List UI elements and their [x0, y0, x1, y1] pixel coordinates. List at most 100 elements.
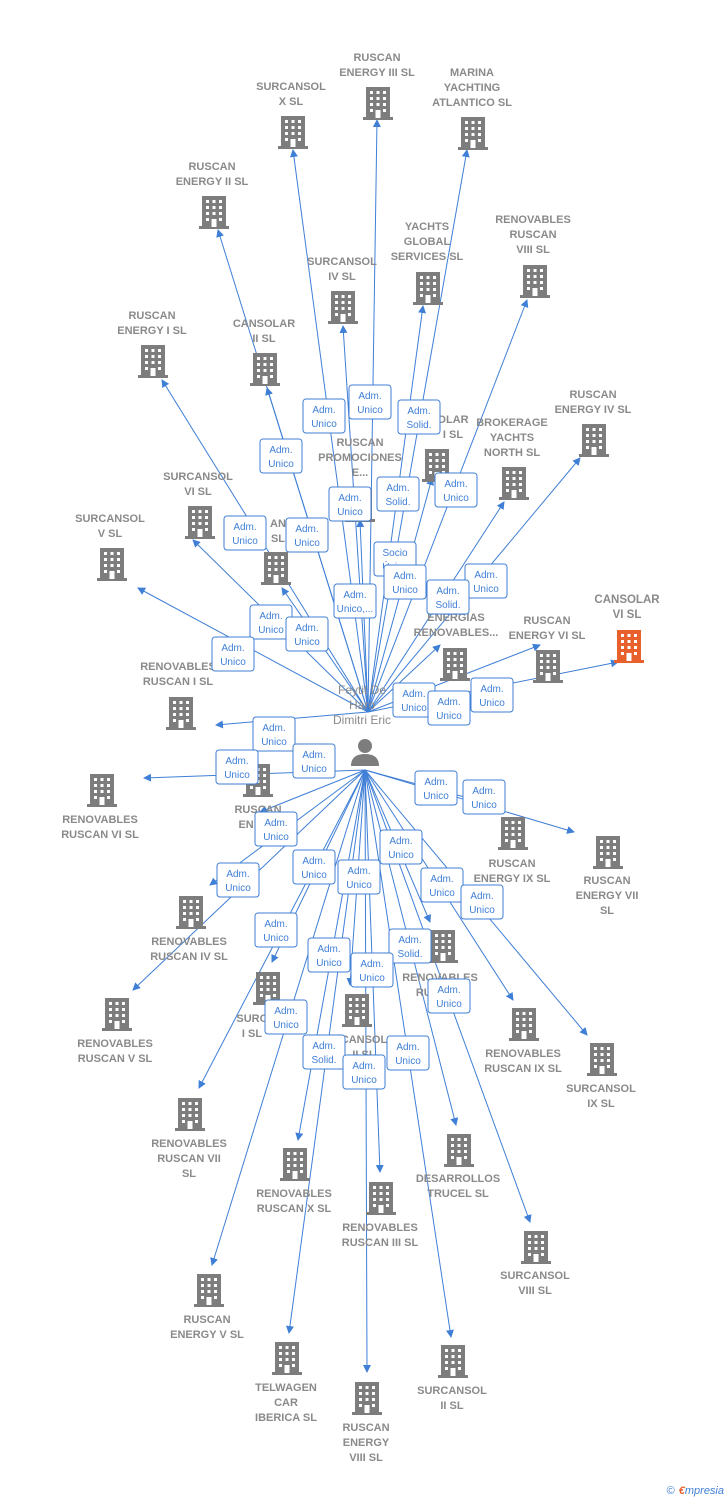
- role-badge[interactable]: Adm.Unico: [254, 811, 298, 847]
- company-label-line: RUSCAN: [336, 437, 383, 449]
- role-badge[interactable]: Adm.Unico: [328, 486, 372, 522]
- role-badge[interactable]: Adm.Unico: [292, 743, 336, 779]
- role-badge[interactable]: Adm.Unico,...: [333, 583, 377, 619]
- role-badge-text: Adm.: [269, 445, 292, 456]
- role-badge[interactable]: Adm.Unico: [285, 616, 329, 652]
- role-badge[interactable]: Adm.Unico: [427, 690, 471, 726]
- role-badge[interactable]: Adm.Unico: [215, 749, 259, 785]
- role-badge[interactable]: Adm.Unico: [383, 564, 427, 600]
- role-badge[interactable]: Adm.Unico: [302, 398, 346, 434]
- company-label-line: SL: [600, 905, 614, 917]
- role-badge[interactable]: Adm.Unico: [264, 999, 308, 1035]
- role-badge-text: Unico: [401, 703, 427, 714]
- role-badge[interactable]: Adm.Unico: [464, 563, 508, 599]
- company-node-n-energias[interactable]: NENERGIASRENOVABLES...: [414, 597, 499, 681]
- role-badge[interactable]: Adm.Unico: [420, 867, 464, 903]
- role-badge-text: Adm.: [358, 391, 381, 402]
- role-badge-text: Adm.: [312, 405, 335, 416]
- company-label-line: YACHTS: [490, 432, 534, 444]
- role-badge[interactable]: Adm.Solid.: [302, 1034, 346, 1070]
- role-badge[interactable]: Adm.Unico: [337, 859, 381, 895]
- role-badge[interactable]: Adm.Unico: [292, 849, 336, 885]
- role-badge-text: Adm.: [407, 406, 430, 417]
- role-badge[interactable]: Adm.Unico: [254, 912, 298, 948]
- company-label-line: VIII SL: [349, 1452, 383, 1464]
- role-badge[interactable]: Adm.Unico: [223, 515, 267, 551]
- role-badge[interactable]: Adm.Unico: [211, 636, 255, 672]
- role-badge[interactable]: Adm.Unico: [427, 978, 471, 1014]
- role-badge[interactable]: Adm.Unico: [307, 937, 351, 973]
- company-label-line: RUSCAN X SL: [257, 1203, 332, 1215]
- role-badge-text: Unico: [351, 1075, 377, 1086]
- brand-name: mpresia: [684, 1485, 724, 1497]
- role-badge[interactable]: Adm.Unico: [252, 716, 296, 752]
- company-label-line: ENERGIAS: [427, 612, 484, 624]
- role-badge[interactable]: Adm.Unico: [342, 1054, 386, 1090]
- role-badge-box: [397, 399, 441, 435]
- role-badge[interactable]: Adm.Solid.: [388, 928, 432, 964]
- company-label-line: X SL: [279, 96, 304, 108]
- role-badge[interactable]: Adm.Unico: [216, 862, 260, 898]
- role-badge[interactable]: Adm.Unico: [386, 1035, 430, 1071]
- role-badge-box: [328, 486, 372, 522]
- company-label-line: SURCANSOL: [500, 1270, 570, 1282]
- role-badge[interactable]: Adm.Unico: [259, 438, 303, 474]
- role-badge-box: [460, 884, 504, 920]
- role-badge[interactable]: Adm.Solid.: [397, 399, 441, 435]
- company-label-line: RENOVABLES: [62, 814, 138, 826]
- role-badge[interactable]: Adm.Solid.: [376, 476, 420, 512]
- role-badge[interactable]: Adm.Unico: [414, 770, 458, 806]
- role-badge[interactable]: Adm.Solid.: [426, 579, 470, 615]
- role-badge[interactable]: Adm.Unico: [462, 779, 506, 815]
- role-badge-box: [427, 978, 471, 1014]
- role-badge[interactable]: Adm.Unico: [379, 829, 423, 865]
- role-badge[interactable]: Adm.Unico: [348, 384, 392, 420]
- role-badge[interactable]: Adm.Unico: [285, 517, 329, 553]
- role-badge[interactable]: Adm.Unico: [434, 472, 478, 508]
- role-badge[interactable]: Adm.Unico: [350, 952, 394, 988]
- role-badge-text: Adm.: [338, 493, 361, 504]
- role-badge-text: Adm.: [398, 935, 421, 946]
- role-badge[interactable]: Adm.Unico: [460, 884, 504, 920]
- role-badge[interactable]: Adm.Unico: [470, 677, 514, 713]
